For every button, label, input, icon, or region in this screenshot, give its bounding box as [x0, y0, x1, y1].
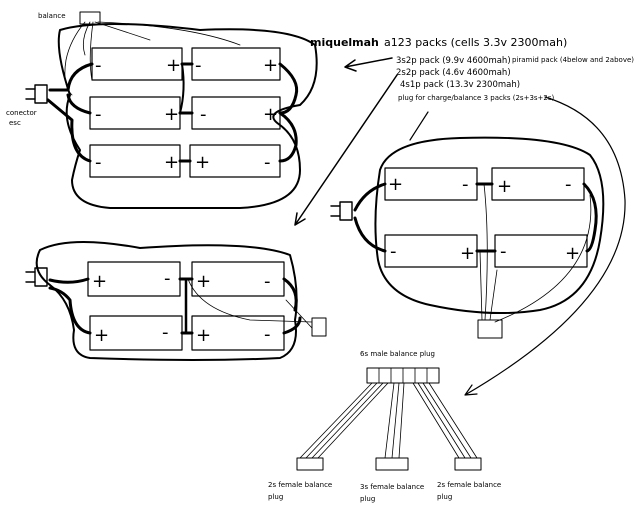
sign: + [565, 243, 580, 264]
sign: - [95, 152, 102, 173]
sign: + [497, 176, 512, 197]
female-right-label-2: plug [437, 493, 453, 501]
female-mid-label-2: plug [360, 495, 376, 503]
sign: - [500, 241, 507, 262]
female-left-label-1: 2s female balance [268, 481, 333, 489]
pyramid-note: piramid pack (4below and 2above) [512, 56, 635, 64]
pack1-wire-i [179, 63, 185, 114]
sign: + [92, 271, 107, 292]
sign: - [195, 55, 202, 76]
sign: - [95, 104, 102, 125]
sign: - [264, 271, 271, 292]
plug-note: plug for charge/balance 3 packs (2s+3s+2… [398, 94, 555, 102]
pack-4s1p-label: 4s1p pack (13.3v 2300mah) [400, 80, 521, 90]
sign: - [200, 104, 207, 125]
male-plug-label: 6s male balance plug [360, 350, 435, 358]
sign: - [162, 322, 169, 343]
sign: - [264, 152, 271, 173]
pack1-wire-d [278, 62, 299, 115]
pack2-outline [35, 240, 298, 361]
sign: - [264, 324, 271, 345]
pack1-wire-f [48, 62, 94, 92]
pack1-esc-connector [34, 84, 48, 104]
pack1-balance-plug [79, 11, 101, 25]
sign: + [460, 243, 475, 264]
pack1-wire-e [278, 111, 298, 163]
pack-3s2p-label: 3s2p pack (9.9v 4600mah) [396, 56, 511, 66]
arrow-title [344, 57, 393, 72]
pack2-wire-d [282, 277, 302, 335]
arrow-4s1p [409, 111, 429, 141]
pack2-wire-c [48, 277, 92, 335]
pack2-balance [187, 278, 313, 329]
sign: + [196, 325, 211, 346]
polarity-signs: -+ -+ -+ -+ -+ +- +- +- +- +- +- +- -+ -… [92, 55, 580, 346]
pack3-wire-b [582, 182, 598, 253]
sign: - [164, 268, 171, 289]
sign: + [94, 325, 109, 346]
arrow-plug [464, 96, 626, 396]
female-plug-right [454, 457, 482, 471]
sign: + [388, 174, 403, 195]
page-title: miquelmah a123 packs (cells 3.3v 2300mah… [310, 33, 567, 49]
sign: + [263, 104, 278, 125]
sign: - [95, 55, 102, 76]
pack3-balance [479, 183, 592, 323]
sign: - [462, 174, 469, 195]
sign: + [196, 271, 211, 292]
pack-2s2p-label: 2s2p pack (4.6v 4600mah) [396, 68, 511, 78]
sign: + [195, 152, 210, 173]
pack1-wire-h [46, 98, 92, 163]
pack2-balance-plug [311, 317, 327, 337]
pack3-wire-c [353, 182, 387, 253]
female-left-label-2: plug [268, 493, 284, 501]
connector-label: conector [6, 109, 37, 117]
female-plug-left [296, 457, 324, 471]
pack1-wire-g [66, 93, 92, 115]
adapter-wires [299, 382, 478, 459]
title-rest: a123 packs (cells 3.3v 2300mah) [383, 36, 568, 49]
connector-esc-label: esc [9, 119, 21, 127]
pack3-connector [339, 201, 353, 221]
sign: + [164, 104, 179, 125]
pack3-outline [374, 136, 605, 315]
balance-label: balance [38, 12, 66, 20]
female-plug-mid [375, 457, 409, 471]
female-right-label-1: 2s female balance [437, 481, 502, 489]
sign: + [164, 152, 179, 173]
sign: + [166, 55, 181, 76]
sign: + [263, 55, 278, 76]
arrow-2s2p [294, 74, 398, 226]
pack1-balance-wires [64, 21, 241, 96]
sign: - [390, 241, 397, 262]
pack2-connector [34, 267, 48, 287]
female-mid-label-1: 3s female balance [360, 483, 425, 491]
sign: - [565, 174, 572, 195]
title-author: miquelmah [310, 36, 379, 49]
pack3-balance-plug [477, 319, 503, 339]
